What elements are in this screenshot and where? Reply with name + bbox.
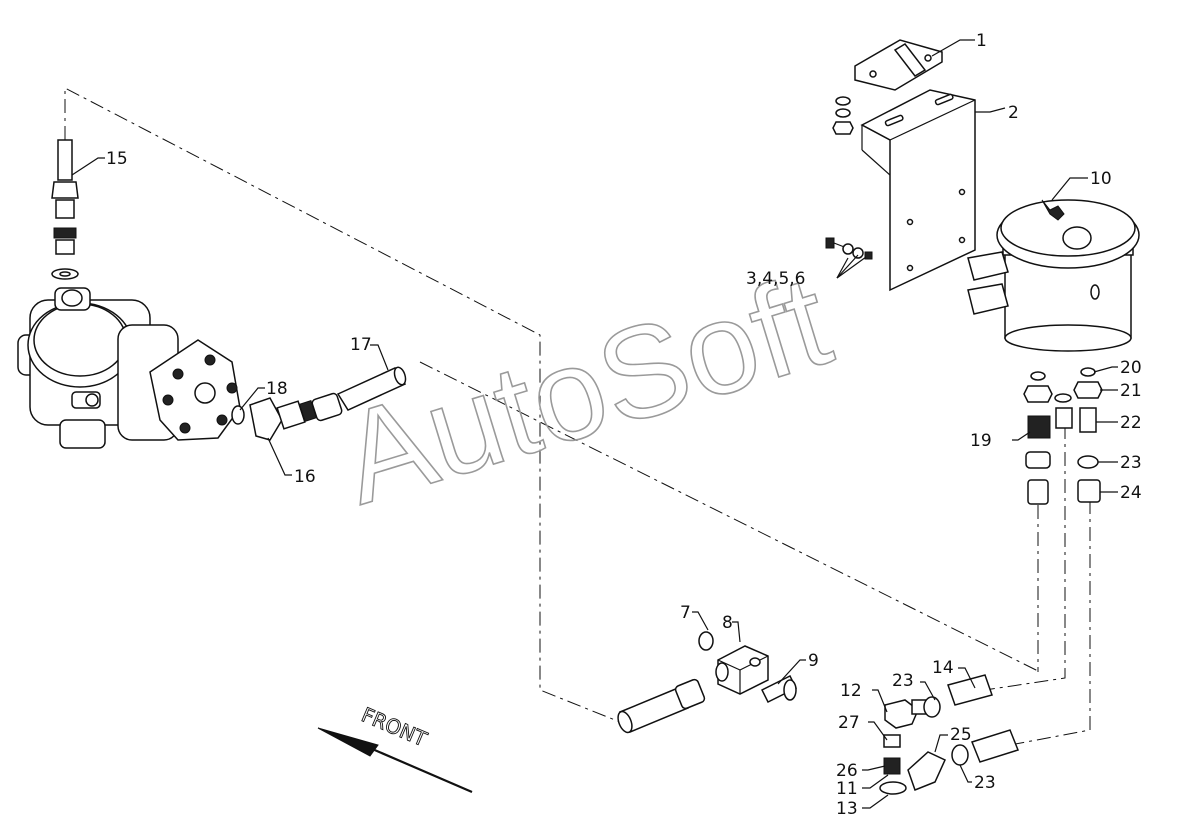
callout-labels: 1 2 3,4,5,6 10 15 16 17 18 7 8 9 19 20 2…: [106, 31, 1142, 819]
part-1-bracket: [854, 39, 943, 91]
lower-fitting-assembly: [879, 674, 1019, 795]
routing-lines: [64, 87, 1091, 746]
part-16-elbow-fitting: [231, 397, 318, 441]
callout-14: 14: [932, 658, 954, 678]
callout-22: 22: [1120, 413, 1142, 433]
callout-17: 17: [350, 335, 372, 355]
callout-18: 18: [266, 379, 288, 399]
callout-9: 9: [808, 651, 819, 671]
part-17-hose: [311, 366, 407, 422]
part-2-mounting-plate: [860, 89, 976, 292]
callout-3-4-5-6: 3,4,5,6: [746, 269, 805, 289]
callout-8: 8: [722, 613, 733, 633]
callout-23-bottom: 23: [974, 773, 996, 793]
callout-25: 25: [950, 725, 972, 745]
part-7-8-9-block-and-bolt: [698, 631, 798, 704]
part-3-6-bolt-set: [825, 237, 873, 260]
part-15-hose-fitting-stack: [51, 139, 79, 280]
watermark-text: AutoSoft: [326, 246, 846, 531]
callout-12: 12: [840, 681, 862, 701]
lower-hose: [617, 678, 706, 734]
leader-lines: [71, 39, 1118, 809]
callout-19: 19: [970, 431, 992, 451]
callout-15: 15: [106, 149, 128, 169]
part-10-reservoir: [967, 199, 1140, 352]
callout-24: 24: [1120, 483, 1142, 503]
reservoir-outlet-fittings: [1023, 367, 1103, 505]
callout-10: 10: [1090, 169, 1112, 189]
watermark: AutoSoft: [325, 246, 846, 533]
callout-23-top: 23: [1120, 453, 1142, 473]
front-direction-arrow: FRONT: [317, 702, 473, 794]
callout-21: 21: [1120, 381, 1142, 401]
callout-23-middle: 23: [892, 671, 914, 691]
plate-nuts: [832, 96, 854, 135]
callout-20: 20: [1120, 358, 1142, 378]
callout-2: 2: [1008, 103, 1019, 123]
callout-26: 26: [836, 761, 858, 781]
callout-13: 13: [836, 799, 858, 819]
callout-7: 7: [680, 603, 691, 623]
callout-1: 1: [976, 31, 987, 51]
callout-11: 11: [836, 779, 858, 799]
callout-27: 27: [838, 713, 860, 733]
steering-gear-assembly: [17, 287, 241, 449]
callout-16: 16: [294, 467, 316, 487]
